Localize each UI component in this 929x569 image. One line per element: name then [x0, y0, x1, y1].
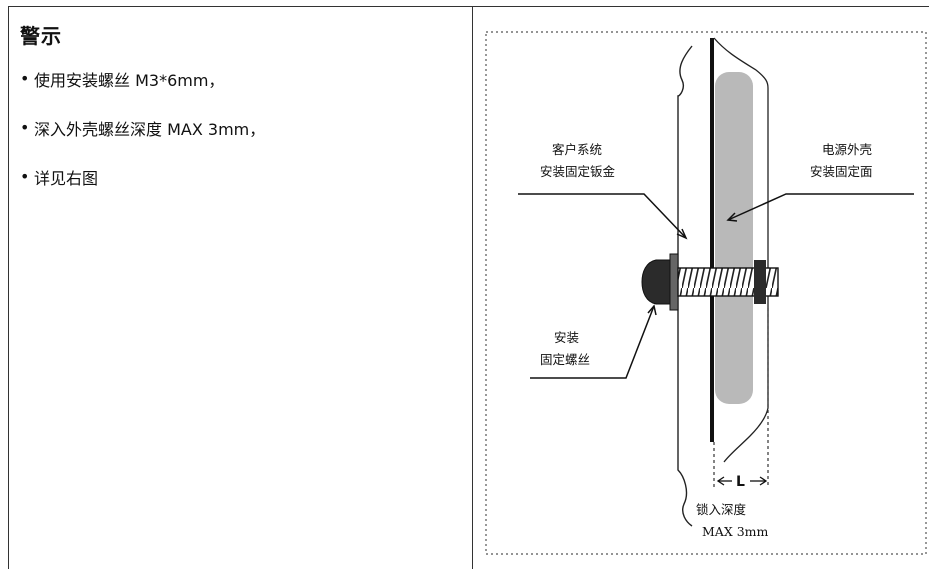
dim-arrowhead-right — [759, 476, 768, 486]
warning-item-screw-spec: 使用安装螺丝 M3*6mm， — [34, 71, 225, 90]
leader-screw — [530, 305, 655, 379]
screw-installation-diagram: L 客户系统 安装固定钣金 电源外壳 安装固定面 安装 固定螺丝 锁入深度 MA… — [485, 31, 927, 555]
list-item: • 使用安装螺丝 M3*6mm， — [20, 67, 460, 91]
leader-arrowhead-screw — [647, 304, 657, 316]
leader-customer-system — [518, 193, 687, 239]
list-item: • 深入外壳螺丝深度 MAX 3mm， — [20, 116, 460, 140]
warning-item-see-figure: 详见右图 — [34, 169, 99, 188]
label-screw-2: 固定螺丝 — [540, 352, 590, 367]
psu-enclosure — [715, 72, 753, 404]
bullet-icon: • — [20, 167, 30, 186]
warning-item-depth: 深入外壳螺丝深度 MAX 3mm， — [34, 120, 266, 139]
content-frame — [8, 6, 929, 569]
dimension-label-L: L — [736, 474, 745, 490]
dim-arrowhead-left — [716, 476, 725, 486]
label-depth-2: MAX 3mm — [702, 524, 769, 539]
bullet-icon: • — [20, 69, 30, 88]
leader-psu — [727, 193, 914, 221]
leader-arrowhead-psu — [726, 212, 738, 222]
screw-insert — [754, 260, 766, 304]
bullet-icon: • — [20, 118, 30, 137]
label-customer-system-2: 安装固定钣金 — [540, 164, 616, 179]
label-depth-1: 锁入深度 — [696, 502, 747, 517]
warning-list: • 使用安装螺丝 M3*6mm， • 深入外壳螺丝深度 MAX 3mm， • 详… — [20, 67, 460, 189]
warning-panel: 警示 • 使用安装螺丝 M3*6mm， • 深入外壳螺丝深度 MAX 3mm， … — [20, 20, 460, 214]
label-screw-1: 安装 — [554, 330, 579, 345]
label-psu-1: 电源外壳 — [822, 142, 872, 157]
label-customer-system-1: 客户系统 — [552, 142, 602, 157]
screw-head — [641, 259, 675, 305]
list-item: • 详见右图 — [20, 165, 460, 189]
label-psu-2: 安装固定面 — [810, 164, 873, 179]
warning-title: 警示 — [20, 24, 62, 48]
column-divider — [472, 6, 473, 569]
psu-enclosure-outline — [713, 37, 769, 463]
figure-dashed-border — [485, 31, 927, 555]
leader-arrowhead-system — [676, 228, 688, 240]
screw-washer — [669, 253, 679, 311]
